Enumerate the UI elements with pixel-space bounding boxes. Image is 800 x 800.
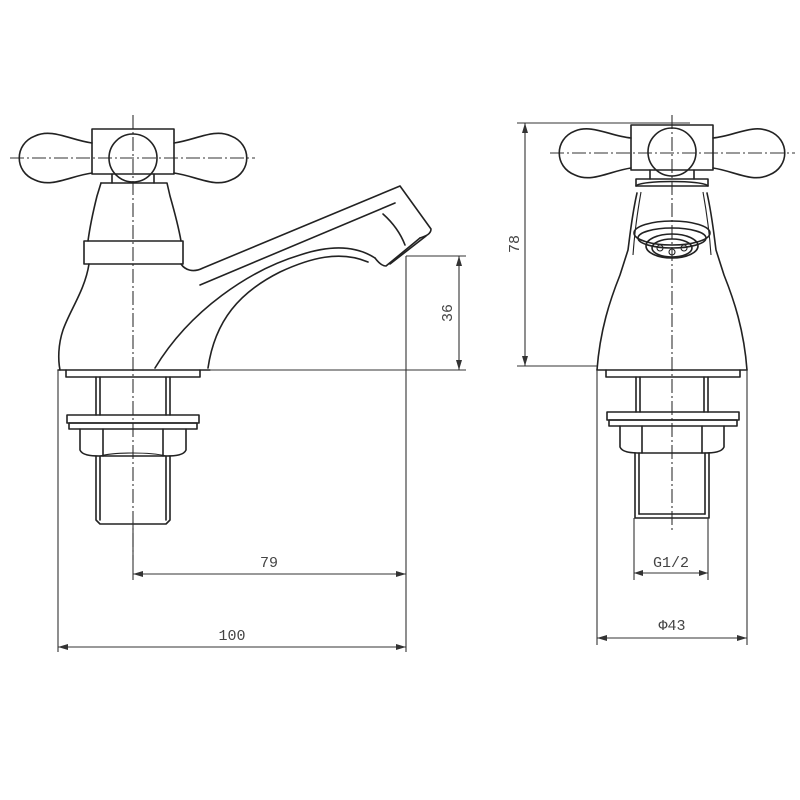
front-view	[550, 115, 795, 530]
dim-overall-height: 78	[507, 235, 524, 253]
dim-base-diameter: Φ43	[658, 618, 685, 635]
dim-spout-height: 36	[440, 304, 457, 322]
dim-overall-length: 100	[218, 628, 245, 645]
dim-spout-reach: 79	[260, 555, 278, 572]
dim-thread-size: G1/2	[653, 555, 689, 572]
front-dimensions: 78 G1/2 Φ43	[507, 122, 748, 645]
side-view	[10, 115, 432, 560]
side-dimensions: 36 79 100	[57, 255, 466, 652]
